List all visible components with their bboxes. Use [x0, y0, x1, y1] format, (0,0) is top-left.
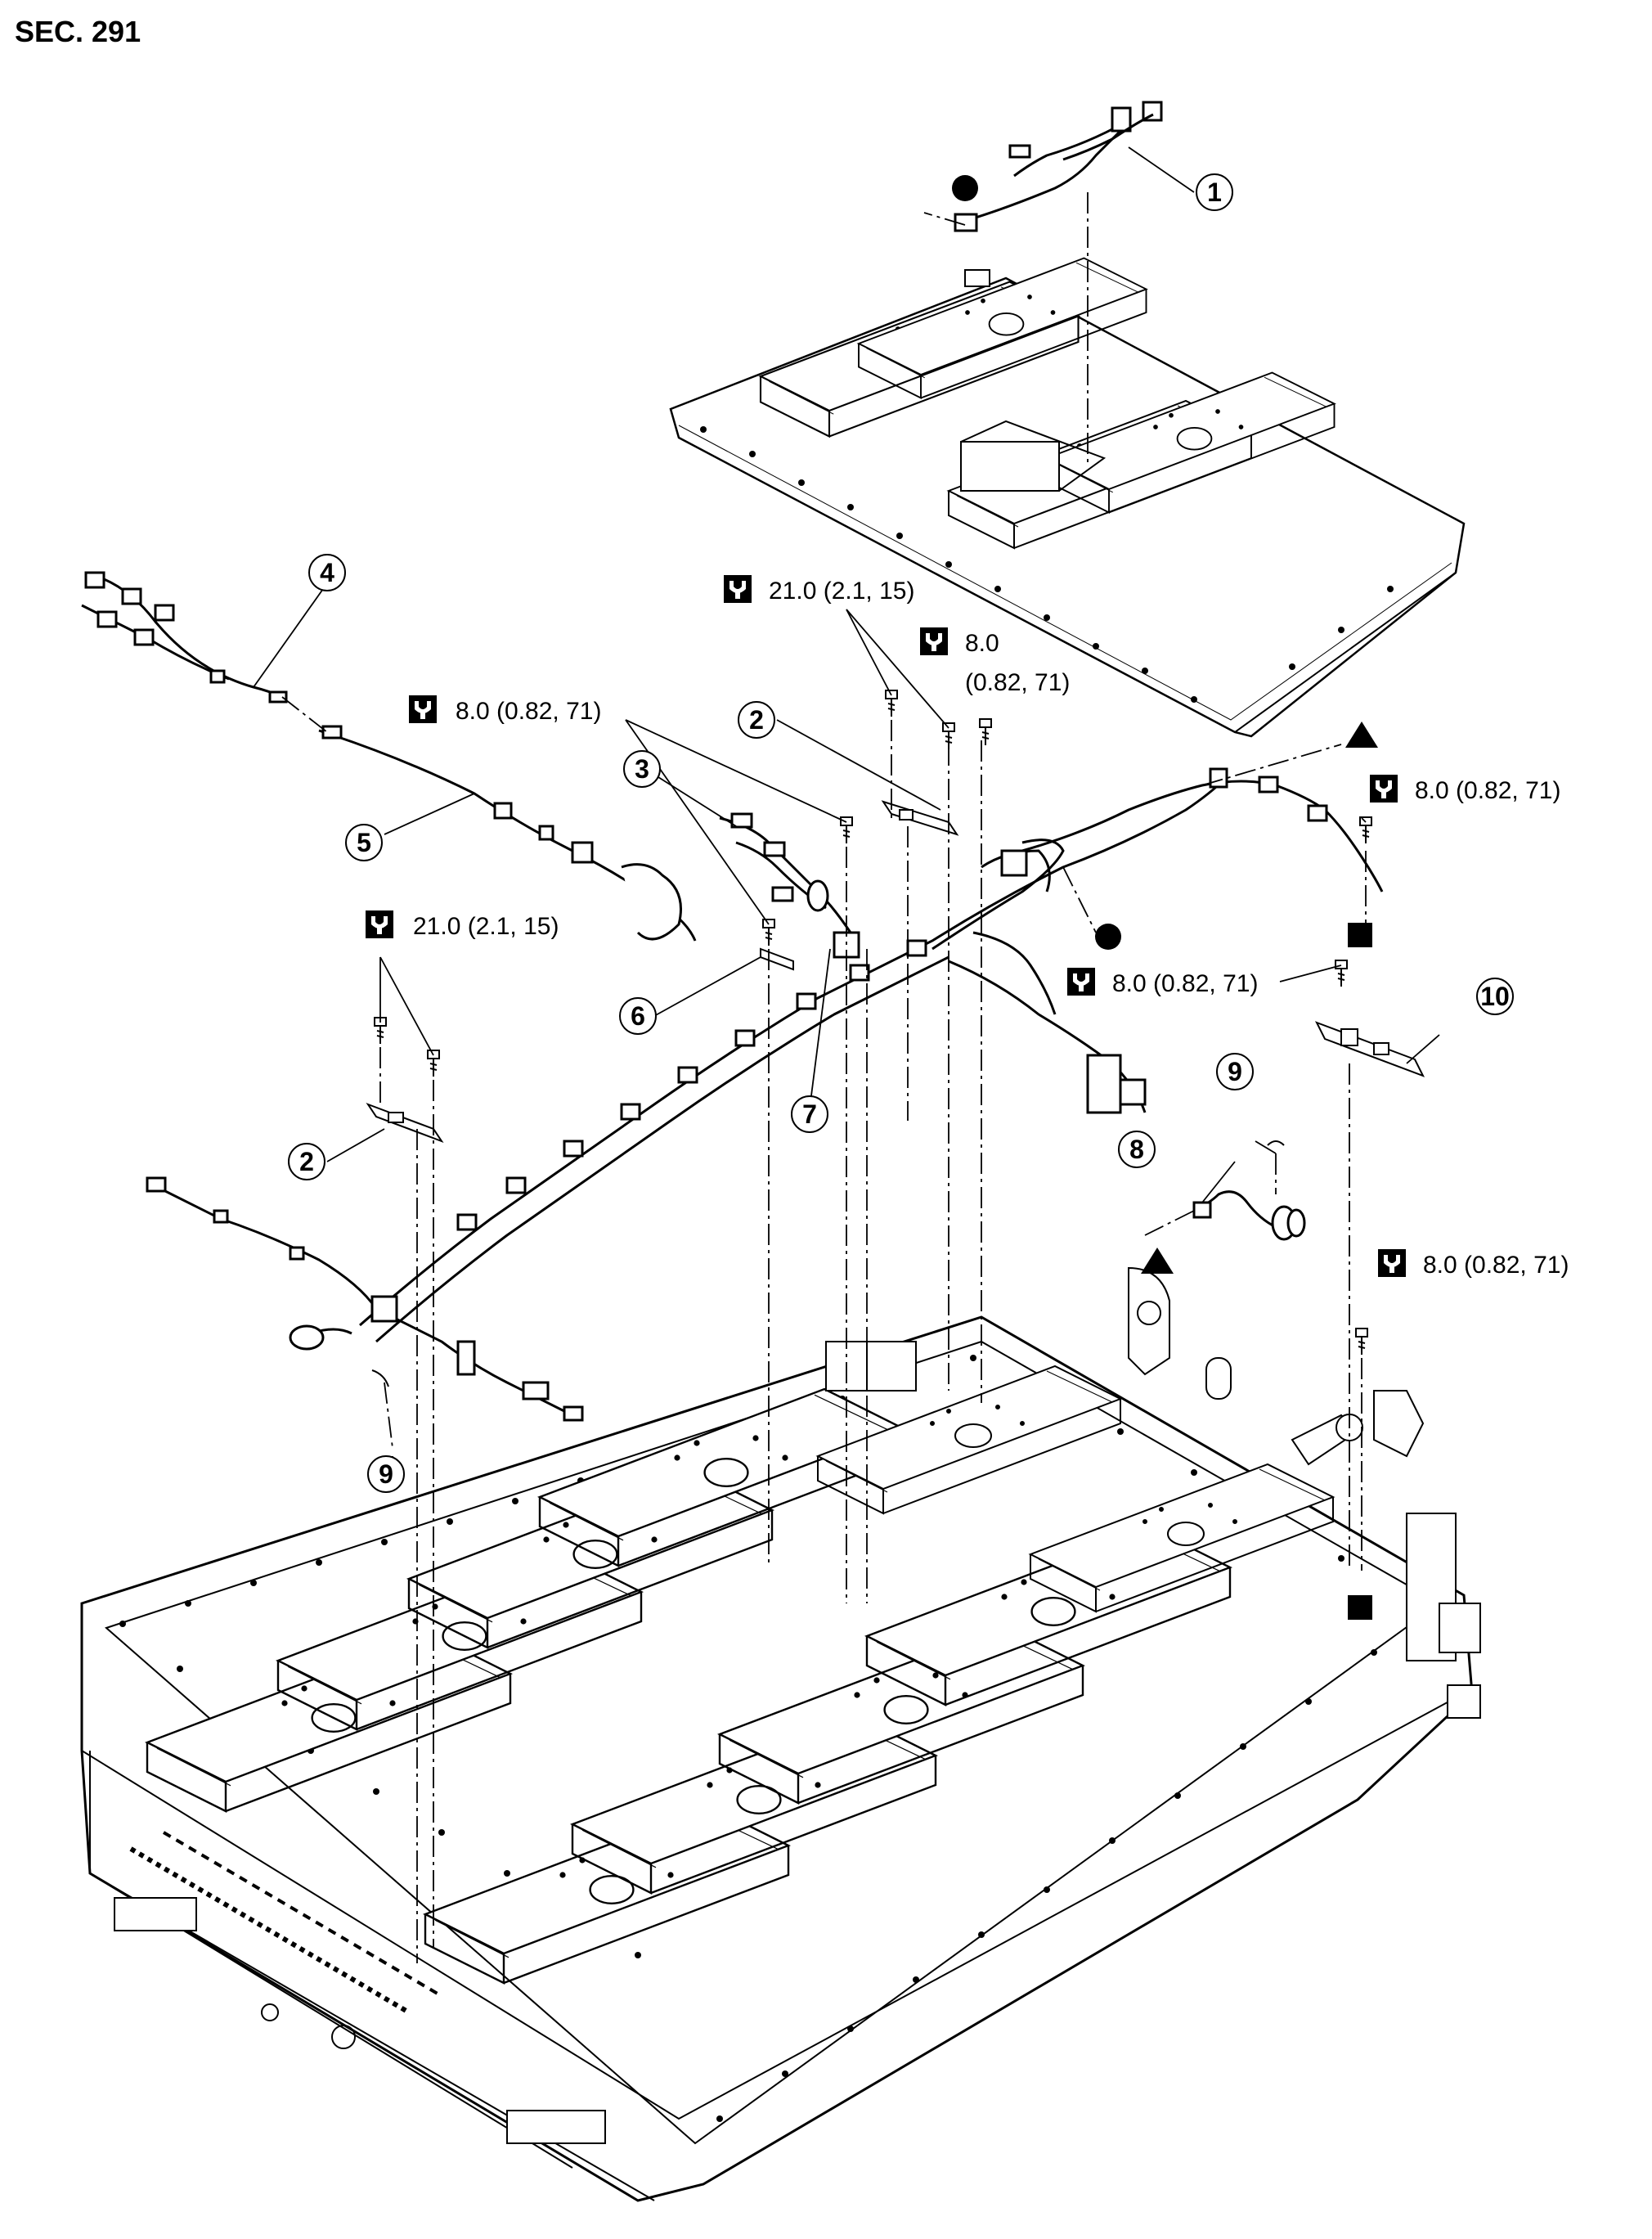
callout-5: 5: [345, 824, 383, 861]
svg-text:6: 6: [631, 1001, 645, 1031]
svg-text:8.0 (0.82, 71): 8.0 (0.82, 71): [1423, 1252, 1569, 1279]
svg-text:21.0 (2.1, 15): 21.0 (2.1, 15): [769, 578, 914, 605]
svg-text:9: 9: [379, 1459, 393, 1489]
callout-10: 10: [1476, 978, 1514, 1015]
svg-text:(0.82, 71): (0.82, 71): [965, 669, 1070, 696]
torque-8-right: 8.0 (0.82, 71): [1369, 774, 1560, 804]
torque-21-upper: 21.0 (2.1, 15): [723, 574, 914, 605]
svg-text:7: 7: [802, 1099, 817, 1129]
torque-8-upper: 8.0 (0.82, 71): [919, 627, 1070, 696]
callouts: 1 2 2 3 4 5 6 7 8 9 9 10: [288, 173, 1514, 1493]
harness-4: [81, 571, 288, 704]
svg-text:10: 10: [1480, 982, 1510, 1011]
svg-text:21.0 (2.1, 15): 21.0 (2.1, 15): [413, 913, 559, 940]
markers: [952, 175, 1378, 1620]
svg-text:1: 1: [1207, 178, 1222, 207]
bolts: [374, 690, 1372, 1356]
callout-6: 6: [619, 997, 657, 1035]
callout-7: 7: [791, 1095, 828, 1133]
harness-8: [1192, 1190, 1306, 1241]
square-marker-lower: [1348, 1595, 1372, 1620]
clip-9-upper: [1267, 1140, 1285, 1146]
bracket-10: [1314, 1021, 1425, 1077]
torque-21-lower: 21.0 (2.1, 15): [365, 910, 559, 940]
torque-labels: 21.0 (2.1, 15) 8.0 (0.82, 71) 8.0 (0.82,…: [365, 574, 1569, 1279]
circle-marker-lower: [1095, 924, 1121, 950]
svg-text:9: 9: [1228, 1057, 1242, 1086]
callout-8: 8: [1118, 1131, 1156, 1168]
lower-battery-tray: [80, 1266, 1481, 2202]
svg-text:8: 8: [1129, 1135, 1144, 1164]
bracket-2-lower: [366, 1102, 444, 1144]
svg-text:8.0 (0.82, 71): 8.0 (0.82, 71): [456, 698, 601, 725]
callout-4: 4: [308, 554, 346, 591]
callout-1: 1: [1196, 173, 1233, 211]
callout-2-lower: 2: [288, 1143, 325, 1180]
svg-text:2: 2: [299, 1147, 314, 1176]
callout-9-lower: 9: [367, 1455, 405, 1493]
harness-lower-left: [146, 1176, 584, 1422]
svg-text:8.0 (0.82, 71): 8.0 (0.82, 71): [1112, 970, 1258, 997]
bracket-2-upper: [881, 800, 959, 836]
circle-marker-upper: [952, 175, 978, 201]
triangle-marker-lower: [1141, 1248, 1174, 1274]
bracket-6: [760, 947, 794, 971]
svg-text:8.0: 8.0: [965, 630, 999, 657]
svg-text:3: 3: [635, 754, 649, 784]
assembly-guide-lines: [281, 192, 1367, 1963]
svg-text:4: 4: [320, 558, 334, 587]
square-marker-upper: [1348, 923, 1372, 947]
torque-8-lower-right: 8.0 (0.82, 71): [1377, 1248, 1569, 1279]
callout-3: 3: [623, 750, 661, 788]
svg-text:8.0 (0.82, 71): 8.0 (0.82, 71): [1415, 777, 1560, 804]
section-label: SEC. 291: [15, 15, 141, 48]
harness-5: [318, 725, 697, 942]
torque-8-middle: 8.0 (0.82, 71): [1066, 967, 1258, 997]
svg-text:2: 2: [749, 705, 764, 735]
triangle-marker-upper: [1345, 722, 1378, 748]
svg-text:5: 5: [357, 828, 371, 857]
harness-1: [954, 101, 1163, 232]
harness-3: [719, 812, 860, 959]
leader-lines: [253, 146, 1440, 1472]
callout-9-upper: 9: [1216, 1053, 1254, 1090]
clip-9-lower: [371, 1369, 389, 1387]
callout-2-upper: 2: [738, 701, 775, 739]
torque-8-left: 8.0 (0.82, 71): [408, 695, 601, 725]
upper-battery-stack: [669, 257, 1466, 738]
